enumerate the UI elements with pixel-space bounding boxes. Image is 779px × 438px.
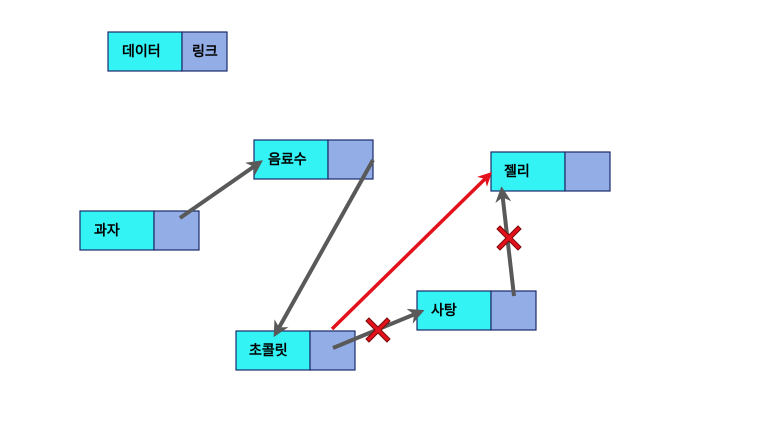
arrow-gwaja-to-eumryosu	[178, 160, 263, 220]
removed-x-icon	[496, 225, 522, 251]
node-gwaja-link	[153, 210, 200, 251]
node-gwaja-data	[79, 210, 155, 251]
legend-link-label: 링크	[192, 43, 218, 60]
node-jelly: 젤리	[490, 151, 611, 192]
node-eumryosu-data	[253, 139, 329, 180]
node-satang: 사탕	[416, 290, 537, 331]
arrow-satang-to-jelly-removed	[495, 186, 516, 297]
legend-node: 데이터 링크	[107, 31, 228, 72]
node-chocolate-data	[235, 330, 311, 371]
arrow-chocolate-to-jelly-new	[330, 172, 492, 331]
node-chocolate-label: 초콜릿	[249, 342, 288, 359]
legend-data-label: 데이터	[122, 43, 161, 60]
node-gwaja-label: 과자	[94, 223, 120, 239]
node-chocolate-link	[309, 330, 356, 371]
node-eumryosu: 음료수	[253, 139, 374, 180]
node-chocolate: 초콜릿	[235, 330, 356, 371]
removed-x-icon	[365, 317, 391, 343]
node-eumryosu-label: 음료수	[268, 152, 307, 168]
legend-link-field	[181, 31, 228, 72]
node-satang-label: 사탕	[431, 302, 457, 319]
legend-data-field	[107, 31, 183, 72]
node-jelly-label: 젤리	[504, 164, 530, 180]
node-gwaja: 과자	[79, 210, 200, 251]
node-satang-link	[490, 290, 537, 331]
node-jelly-link	[564, 151, 611, 192]
node-satang-data	[416, 290, 492, 331]
arrow-eumryosu-to-chocolate	[273, 159, 375, 338]
node-jelly-data	[490, 151, 566, 192]
